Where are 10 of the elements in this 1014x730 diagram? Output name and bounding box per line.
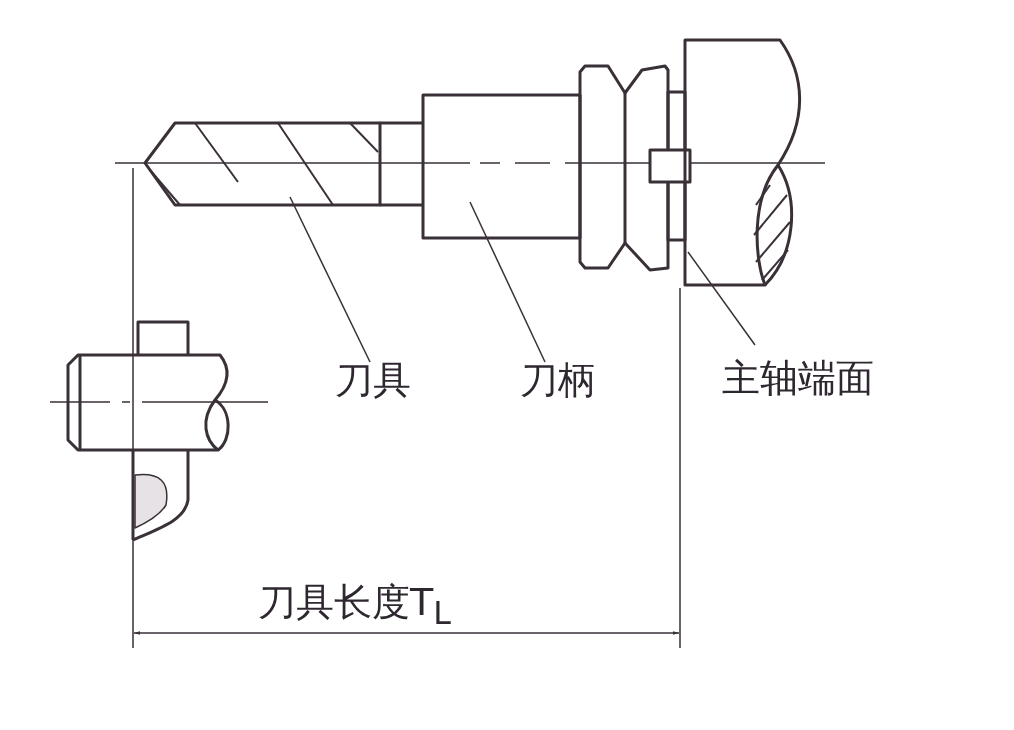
drill-drawing (143, 121, 382, 207)
spindle-drawing (683, 38, 802, 287)
tool-holder-drawing (378, 64, 692, 272)
part-label: 刀柄 (520, 358, 596, 402)
leader-line (687, 251, 756, 346)
leader-line (289, 196, 371, 363)
part-label: 主轴端面 (722, 356, 874, 400)
leader-line (469, 201, 546, 363)
part-label: 刀具 (335, 358, 411, 402)
dimension-label: 刀具长度T$_{L}$ (258, 580, 451, 633)
